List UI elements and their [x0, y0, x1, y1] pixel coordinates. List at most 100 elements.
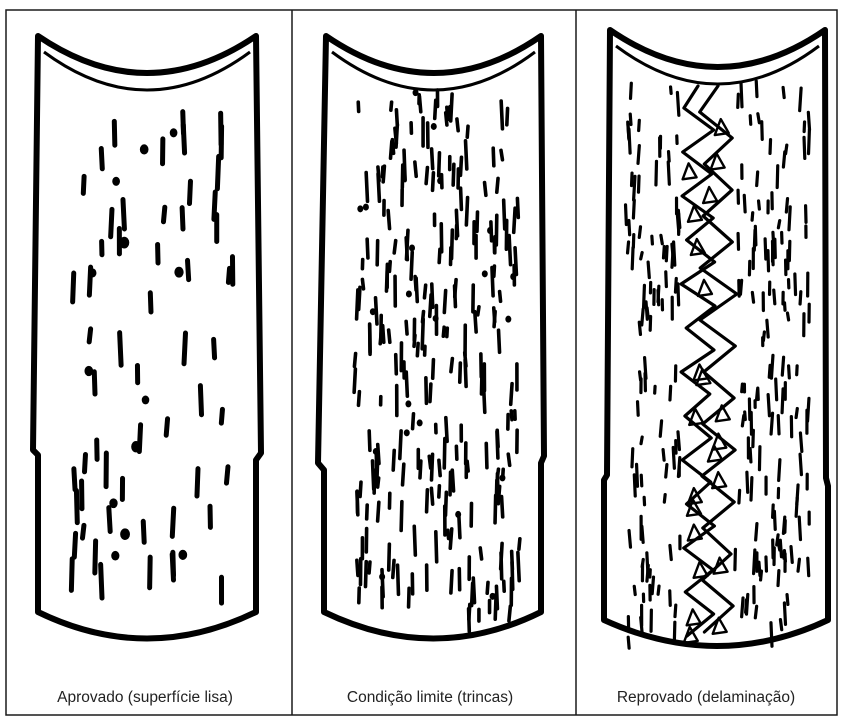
surface-dash	[436, 532, 437, 562]
surface-dash	[172, 554, 173, 580]
surface-dash	[767, 320, 768, 337]
surface-dash	[443, 327, 444, 336]
surface-dash	[519, 539, 520, 549]
specimen-condicao-limite	[318, 36, 544, 639]
surface-dash	[357, 492, 358, 515]
surface-dash	[376, 454, 377, 471]
surface-dash	[386, 264, 387, 291]
surface-dash	[773, 505, 774, 517]
surface-dash	[508, 454, 509, 465]
surface-dash	[94, 372, 95, 394]
surface-dash	[799, 517, 800, 540]
surface-dash	[467, 126, 468, 137]
surface-dot	[410, 245, 415, 251]
surface-dash	[414, 526, 415, 555]
surface-dash	[143, 521, 144, 542]
surface-dash	[367, 505, 368, 519]
surface-dash	[456, 210, 457, 236]
surface-dash	[663, 450, 664, 461]
surface-dash	[809, 130, 810, 154]
surface-dash	[769, 365, 770, 377]
caption-condicao-limite: Condição limite (trincas)	[290, 684, 570, 712]
surface-dash	[745, 412, 746, 420]
surface-dash	[503, 469, 504, 478]
surface-dash	[486, 443, 487, 467]
surface-dash	[403, 464, 404, 485]
surface-dash	[782, 357, 783, 375]
surface-dash	[504, 200, 505, 229]
surface-dash	[433, 360, 434, 379]
surface-dash	[518, 552, 519, 580]
surface-dash	[507, 108, 508, 124]
surface-dash	[378, 502, 379, 521]
surface-dash	[630, 114, 631, 124]
surface-dash	[648, 262, 649, 278]
surface-dash	[511, 384, 512, 405]
surface-dot	[113, 177, 120, 185]
surface-dash	[369, 562, 370, 573]
surface-dash	[184, 333, 185, 364]
surface-dash	[417, 343, 418, 355]
surface-dash	[674, 622, 675, 642]
surface-dash	[366, 173, 367, 202]
surface-dash	[150, 293, 151, 312]
surface-dash	[82, 525, 83, 538]
surface-dash	[758, 114, 759, 123]
surface-dash	[784, 603, 785, 624]
surface-dash	[89, 329, 90, 342]
surface-dash	[411, 252, 412, 279]
surface-dash	[644, 285, 645, 307]
surface-dash	[738, 94, 739, 107]
surface-dash	[431, 488, 432, 504]
surface-dash	[461, 188, 462, 209]
surface-dash	[500, 292, 501, 302]
surface-dash	[739, 490, 740, 503]
surface-dash	[466, 198, 467, 225]
surface-dash	[796, 409, 797, 418]
surface-dash	[656, 161, 657, 185]
surface-dash	[391, 102, 392, 110]
surface-dash	[634, 176, 635, 200]
surface-dot	[490, 593, 495, 599]
surface-dash	[740, 280, 741, 294]
surface-dash	[638, 402, 639, 416]
surface-dash	[778, 571, 779, 586]
surface-dash	[426, 378, 427, 403]
surface-dash	[452, 230, 453, 258]
surface-dash	[494, 266, 495, 276]
surface-dash	[628, 242, 629, 253]
surface-dash	[750, 449, 751, 462]
surface-dash	[487, 582, 488, 593]
surface-dash	[771, 413, 772, 434]
surface-dot	[363, 204, 368, 210]
surface-dash	[459, 515, 460, 538]
surface-dash	[808, 112, 809, 129]
surface-dash	[226, 467, 227, 483]
surface-dot	[121, 529, 130, 540]
surface-dash	[453, 164, 454, 185]
surface-dash	[394, 241, 395, 253]
surface-dash	[221, 409, 222, 423]
surface-dash	[430, 384, 431, 402]
surface-dash	[430, 295, 431, 316]
surface-dash	[76, 491, 77, 523]
surface-dash	[668, 162, 669, 184]
surface-dash	[804, 137, 805, 158]
surface-dash	[800, 433, 801, 451]
surface-dash	[182, 208, 183, 229]
surface-dash	[791, 547, 792, 563]
surface-dash	[640, 372, 641, 380]
surface-dash	[354, 369, 355, 392]
surface-dash	[642, 559, 643, 566]
surface-dash	[451, 571, 452, 593]
surface-dash	[628, 122, 629, 138]
specimen-aprovado	[33, 36, 261, 639]
surface-dash	[362, 279, 363, 288]
surface-dash	[455, 286, 456, 307]
surface-dash	[74, 469, 75, 490]
surface-dash	[750, 116, 751, 125]
surface-dash	[391, 141, 392, 158]
surface-dash	[444, 439, 445, 468]
surface-dash	[499, 330, 500, 352]
surface-dash	[754, 230, 755, 250]
